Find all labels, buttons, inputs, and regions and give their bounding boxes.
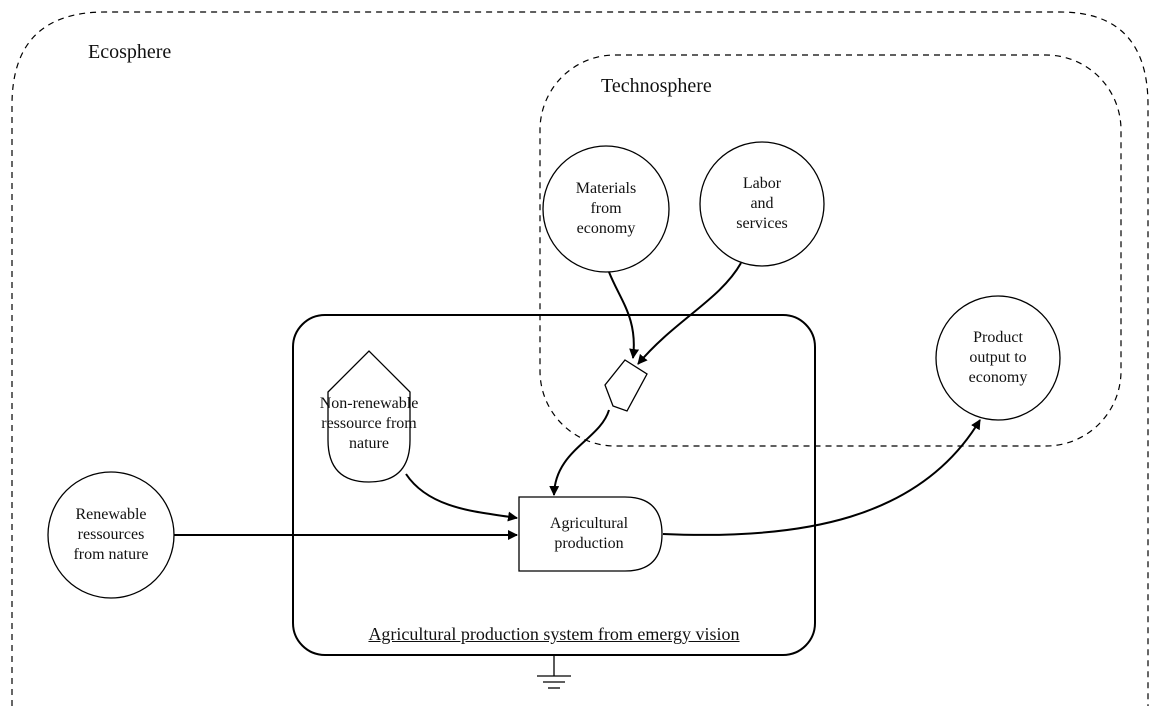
- nonrenewable-label-line3: nature: [349, 435, 389, 452]
- product-output-arrow: [662, 419, 981, 536]
- production-label-line2: production: [554, 535, 624, 552]
- interaction-to-production-arrow: [549, 409, 610, 496]
- labor-label-line1: Labor: [742, 175, 782, 192]
- nonrenewable-label: Non-renewable ressource from nature: [319, 394, 419, 454]
- labor-label-line2: and: [750, 195, 774, 212]
- ecosphere-label: Ecosphere: [88, 41, 172, 63]
- labor-source-circle: [699, 141, 825, 267]
- ground-symbol: [537, 655, 571, 689]
- interaction-symbol: [604, 359, 648, 412]
- labor-flow-arrow: [637, 262, 742, 365]
- materials-flow-arrow: [608, 271, 640, 359]
- product-output-circle: [935, 295, 1061, 421]
- renewable-label: Renewable ressources from nature: [61, 505, 161, 565]
- production-unit-shape: [518, 496, 663, 572]
- technosphere-label: Technosphere: [601, 75, 712, 97]
- product-label-line1: Product: [973, 329, 1023, 346]
- product-label: Product output to economy: [948, 328, 1048, 388]
- materials-label-line1: Materials: [575, 180, 637, 197]
- nonrenewable-storage-shape: [327, 350, 411, 483]
- renewable-label-line1: Renewable: [75, 506, 147, 523]
- nonrenewable-label-line1: Non-renewable: [319, 395, 419, 412]
- labor-label: Labor and services: [712, 174, 812, 234]
- product-label-line3: economy: [968, 369, 1028, 386]
- labor-label-line3: services: [736, 215, 788, 232]
- technosphere-boundary: [539, 54, 1122, 447]
- renewable-label-line3: from nature: [73, 546, 149, 563]
- production-label: Agricultural production: [539, 514, 639, 554]
- materials-label-line2: from: [590, 200, 622, 217]
- materials-label-line3: economy: [576, 220, 636, 237]
- production-label-line1: Agricultural: [549, 515, 629, 532]
- system-caption: Agricultural production system from emer…: [368, 624, 740, 644]
- ecosphere-boundary: [11, 11, 1149, 706]
- renewable-label-line2: ressources: [77, 526, 145, 543]
- nonrenewable-flow-arrow: [405, 473, 518, 522]
- materials-label: Materials from economy: [556, 179, 656, 239]
- materials-source-circle: [542, 145, 670, 273]
- product-label-line2: output to: [969, 349, 1027, 366]
- nonrenewable-label-line2: ressource from: [321, 415, 417, 432]
